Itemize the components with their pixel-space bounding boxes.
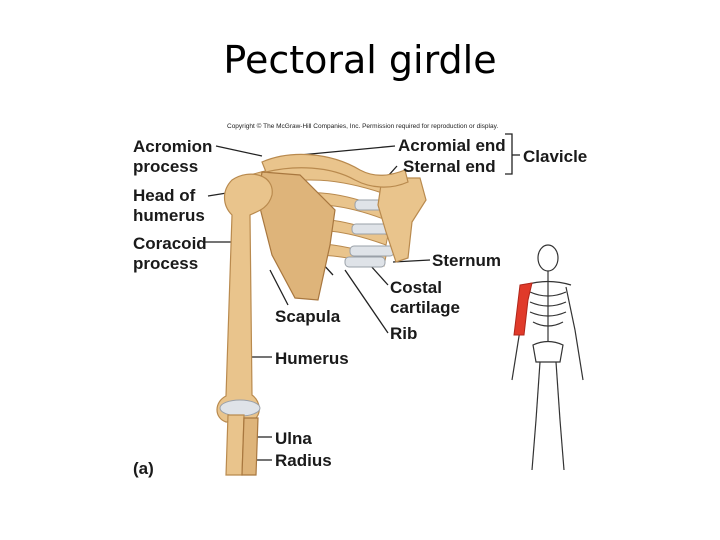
label-ulna: Ulna <box>275 429 312 448</box>
label-acromial-end: Acromial end <box>398 136 506 155</box>
panel-label: (a) <box>133 459 154 478</box>
ulna-bone <box>225 414 245 476</box>
slide-title: Pectoral girdle <box>223 38 497 82</box>
label-humerus: Humerus <box>275 349 349 368</box>
label-rib: Rib <box>390 324 418 343</box>
label-coracoid-process: Coracoid process <box>133 234 207 274</box>
radius-bone <box>241 417 259 476</box>
label-sternum: Sternum <box>432 251 501 270</box>
label-costal-cartilage: Costal cartilage <box>390 278 460 318</box>
skeleton-thumbnail <box>511 244 584 471</box>
label-radius: Radius <box>275 451 332 470</box>
label-line: humerus <box>133 206 205 225</box>
sternum-bone <box>377 177 427 263</box>
label-line: Acromion <box>133 137 213 156</box>
label-line: cartilage <box>390 298 460 317</box>
label-clavicle: Clavicle <box>523 147 588 166</box>
elbow-joint <box>219 399 261 417</box>
label-sternal-end: Sternal end <box>403 157 496 176</box>
label-acromion-process: Acromion process <box>133 137 212 177</box>
label-line: Coracoid <box>133 234 207 253</box>
highlighted-arm-region <box>513 282 533 336</box>
label-line: Head of <box>133 186 196 205</box>
label-line: process <box>133 157 199 176</box>
clavicle-bracket <box>505 133 513 175</box>
label-line: process <box>133 254 199 273</box>
label-head-of-humerus: Head of humerus <box>133 186 205 226</box>
label-scapula: Scapula <box>275 307 341 326</box>
scapula-bone <box>257 171 336 301</box>
copyright-notice: Copyright © The McGraw-Hill Companies, I… <box>227 123 499 130</box>
clavicle-bone <box>261 153 409 188</box>
label-line: Costal <box>390 278 442 297</box>
